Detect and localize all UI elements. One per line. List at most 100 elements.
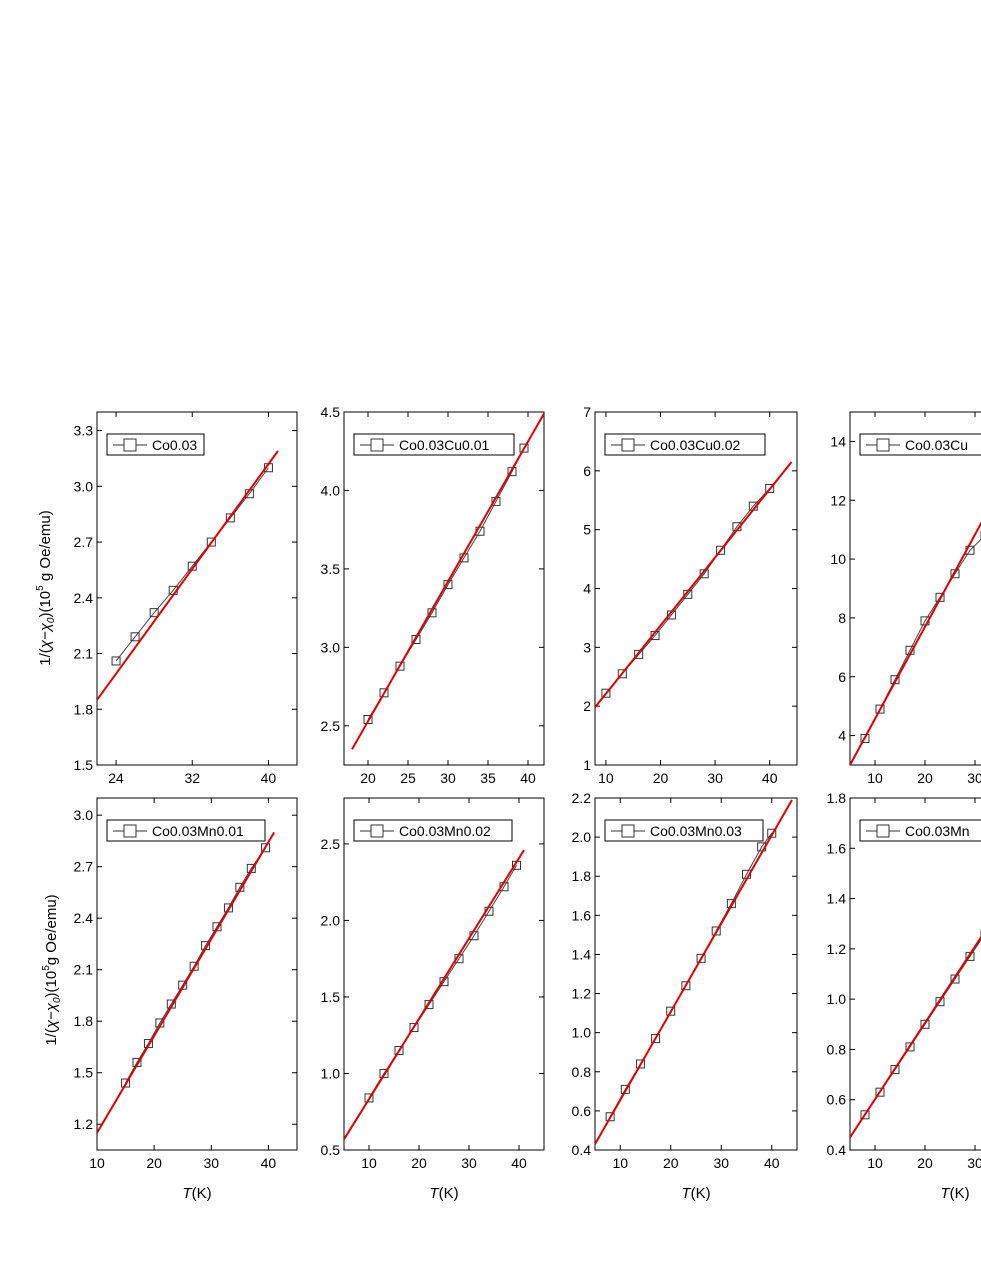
y-tick-label: 1.2 (74, 1116, 94, 1132)
legend-label: Co0.03Mn (905, 823, 970, 839)
plot-frame (96, 797, 298, 1151)
x-axis-label: T(K) (429, 1185, 458, 1202)
y-tick-label: 0.6 (827, 1092, 847, 1108)
data-point (935, 592, 945, 602)
data-point (696, 953, 706, 963)
fit-line (97, 450, 279, 701)
data-point (519, 443, 529, 453)
data-point (149, 608, 159, 618)
legend-box (353, 433, 515, 456)
y-tick-label: 14 (830, 433, 846, 449)
y-tick-label: 2.2 (572, 790, 592, 806)
y-tick-label: 4 (583, 581, 591, 597)
data-point (364, 1093, 374, 1103)
x-tick-label: 10 (612, 1155, 628, 1171)
y-tick-label: 1.8 (74, 701, 94, 717)
x-tick-label: 40 (511, 1155, 527, 1171)
data-point (666, 1006, 676, 1016)
x-tick-label: 30 (707, 770, 723, 786)
legend: Co0.03Mn0.01 (106, 819, 266, 842)
y-tick-label: 1.0 (827, 991, 847, 1007)
y-tick-label: 6 (583, 463, 591, 479)
y-tick-label: 3.0 (74, 807, 94, 823)
data-point (601, 688, 611, 698)
x-tick-label: 30 (461, 1155, 477, 1171)
legend: Co0.03Mn (859, 819, 981, 842)
y-tick-label: 3.5 (321, 561, 341, 577)
y-tick-label: 4 (838, 728, 846, 744)
y-tick-label: 1.4 (827, 891, 847, 907)
plot-frame (849, 797, 981, 1151)
fit-line (344, 849, 525, 1140)
fit-line (97, 831, 276, 1134)
data-point (875, 1087, 885, 1097)
data-point (905, 1042, 915, 1052)
y-tick-label: 2 (583, 698, 591, 714)
x-tick-label: 20 (146, 1155, 162, 1171)
x-tick-label: 40 (261, 770, 277, 786)
x-tick-label: 35 (480, 770, 496, 786)
y-tick-label: 0.8 (827, 1041, 847, 1057)
legend: Co0.03 (106, 433, 205, 456)
legend-marker (370, 824, 384, 838)
data-point (121, 1078, 131, 1088)
x-tick-label: 30 (203, 1155, 219, 1171)
y-tick-label: 2.7 (74, 534, 94, 550)
data-point (711, 926, 721, 936)
x-tick-label: 20 (663, 1155, 679, 1171)
data-point (890, 1065, 900, 1075)
y-tick-label: 8 (838, 610, 846, 626)
x-tick-label: 40 (762, 770, 778, 786)
data-point (860, 1110, 870, 1120)
data-point (394, 1046, 404, 1056)
legend-label: Co0.03Mn0.03 (650, 823, 742, 839)
x-tick-label: 30 (713, 1155, 729, 1171)
y-tick-label: 2.7 (74, 859, 94, 875)
data-point (875, 704, 885, 714)
legend-marker (370, 438, 384, 452)
y-tick-label: 4.5 (321, 404, 341, 420)
data-point (634, 649, 644, 659)
y-tick-label: 3.3 (74, 423, 94, 439)
y-tick-label: 0.5 (321, 1142, 341, 1158)
data-point (189, 961, 199, 971)
y-tick-label: 1.6 (572, 907, 592, 923)
legend: Co0.03Mn0.02 (353, 819, 513, 842)
fit-line (595, 461, 793, 708)
x-tick-label: 10 (867, 1155, 883, 1171)
x-tick-label: 10 (89, 1155, 105, 1171)
data-point (920, 1019, 930, 1029)
plot-area (344, 849, 525, 1140)
legend-label: Co0.03Cu0.01 (399, 437, 490, 453)
y-tick-label: 2.1 (74, 962, 94, 978)
data-point (206, 537, 216, 547)
data-series-line (115, 467, 269, 662)
x-tick-label: 30 (967, 1155, 981, 1171)
plot-area (850, 929, 981, 1138)
fit-line (850, 521, 981, 765)
y-tick-label: 7 (583, 404, 591, 420)
x-tick-label: 20 (360, 770, 376, 786)
x-axis-label: T(K) (940, 1185, 969, 1202)
plot-frame (343, 411, 545, 766)
data-point (635, 1059, 645, 1069)
legend-box (106, 819, 266, 842)
y-tick-label: 10 (830, 551, 846, 567)
y-tick-label: 2.5 (321, 718, 341, 734)
legend-box (353, 819, 513, 842)
y-tick-label: 1.2 (827, 941, 847, 957)
data-point (130, 632, 140, 642)
legend-label: Co0.03Cu (905, 437, 968, 453)
y-tick-label: 1.2 (572, 986, 592, 1002)
legend: Co0.03Cu0.01 (353, 433, 515, 456)
data-point (261, 843, 271, 853)
data-point (605, 1112, 615, 1122)
plot-area (595, 799, 793, 1145)
data-point (379, 1068, 389, 1078)
legend-label: Co0.03Mn0.02 (399, 823, 491, 839)
